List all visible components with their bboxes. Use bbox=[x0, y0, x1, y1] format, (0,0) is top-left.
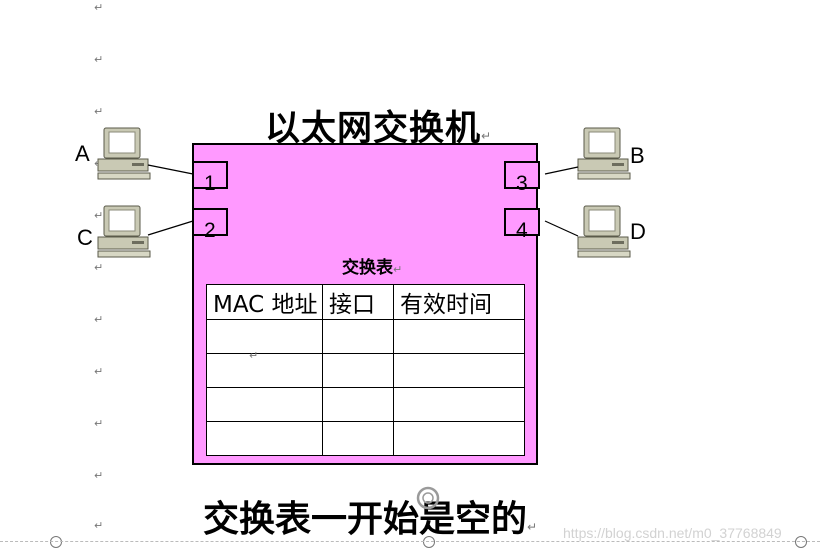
paragraph-mark-icon: ↵ bbox=[94, 417, 104, 430]
computer-b-icon bbox=[577, 127, 631, 180]
table-cell bbox=[393, 387, 525, 422]
paragraph-mark-icon: ↵ bbox=[94, 261, 104, 274]
header-mac-address: MAC 地址 bbox=[206, 284, 323, 320]
paragraph-mark-icon: ↵ bbox=[94, 1, 104, 14]
port-number-3: 3 bbox=[516, 172, 528, 195]
rotate-handle-icon[interactable] bbox=[414, 484, 444, 514]
host-label-b: B bbox=[630, 143, 645, 168]
paragraph-mark-icon: ↵ bbox=[94, 53, 104, 66]
table-cell bbox=[322, 421, 394, 456]
table-cell bbox=[322, 387, 394, 422]
header-interface: 接口 bbox=[322, 284, 394, 320]
link-d-port4 bbox=[544, 220, 579, 237]
paragraph-mark-icon: ↵ bbox=[249, 349, 259, 362]
selection-border bbox=[0, 541, 820, 542]
host-label-c: C bbox=[77, 225, 93, 250]
port-1 bbox=[192, 161, 228, 189]
port-4 bbox=[504, 208, 540, 236]
port-3 bbox=[504, 161, 540, 189]
paragraph-mark-icon: ↵ bbox=[94, 209, 104, 222]
table-row bbox=[206, 319, 525, 354]
header-valid-time: 有效时间 bbox=[393, 284, 525, 320]
table-cell bbox=[393, 319, 525, 354]
table-cell bbox=[206, 353, 323, 388]
watermark: https://blog.csdn.net/m0_37768849 bbox=[563, 525, 782, 541]
resize-handle-icon[interactable] bbox=[423, 536, 435, 548]
resize-handle-icon[interactable] bbox=[795, 536, 807, 548]
resize-handle-icon[interactable] bbox=[50, 536, 62, 548]
port-number-4: 4 bbox=[516, 219, 528, 242]
table-cell bbox=[206, 387, 323, 422]
figure-caption: 交换表一开始是空的↵ bbox=[203, 499, 538, 540]
table-cell bbox=[393, 353, 525, 388]
paragraph-mark-icon: ↵ bbox=[94, 519, 104, 532]
paragraph-mark-icon: ↵ bbox=[94, 313, 104, 326]
port-2 bbox=[192, 208, 228, 236]
port-number-1: 1 bbox=[204, 172, 216, 195]
computer-c-icon bbox=[97, 205, 151, 258]
paragraph-mark-icon: ↵ bbox=[94, 365, 104, 378]
switch-table: MAC 地址 接口 有效时间 bbox=[206, 284, 525, 456]
table-row bbox=[206, 387, 525, 422]
table-header-row: MAC 地址 接口 有效时间 bbox=[206, 284, 525, 320]
computer-a-icon bbox=[97, 127, 151, 180]
paragraph-mark-icon: ↵ bbox=[94, 469, 104, 482]
link-c-port2 bbox=[147, 220, 194, 236]
computer-d-icon bbox=[577, 205, 631, 258]
table-cell bbox=[393, 421, 525, 456]
switch-table-caption: 交换表↵ bbox=[342, 258, 403, 278]
table-cell bbox=[206, 319, 323, 354]
diagram-title: 以太网交换机↵ bbox=[265, 109, 493, 149]
table-cell bbox=[206, 421, 323, 456]
host-label-d: D bbox=[630, 219, 646, 244]
link-a-port1 bbox=[147, 164, 194, 175]
port-number-2: 2 bbox=[204, 219, 216, 242]
link-b-port3 bbox=[544, 166, 579, 175]
table-cell bbox=[322, 319, 394, 354]
table-cell bbox=[322, 353, 394, 388]
paragraph-mark-icon: ↵ bbox=[94, 105, 104, 118]
host-label-a: A bbox=[75, 141, 90, 166]
table-row bbox=[206, 421, 525, 456]
